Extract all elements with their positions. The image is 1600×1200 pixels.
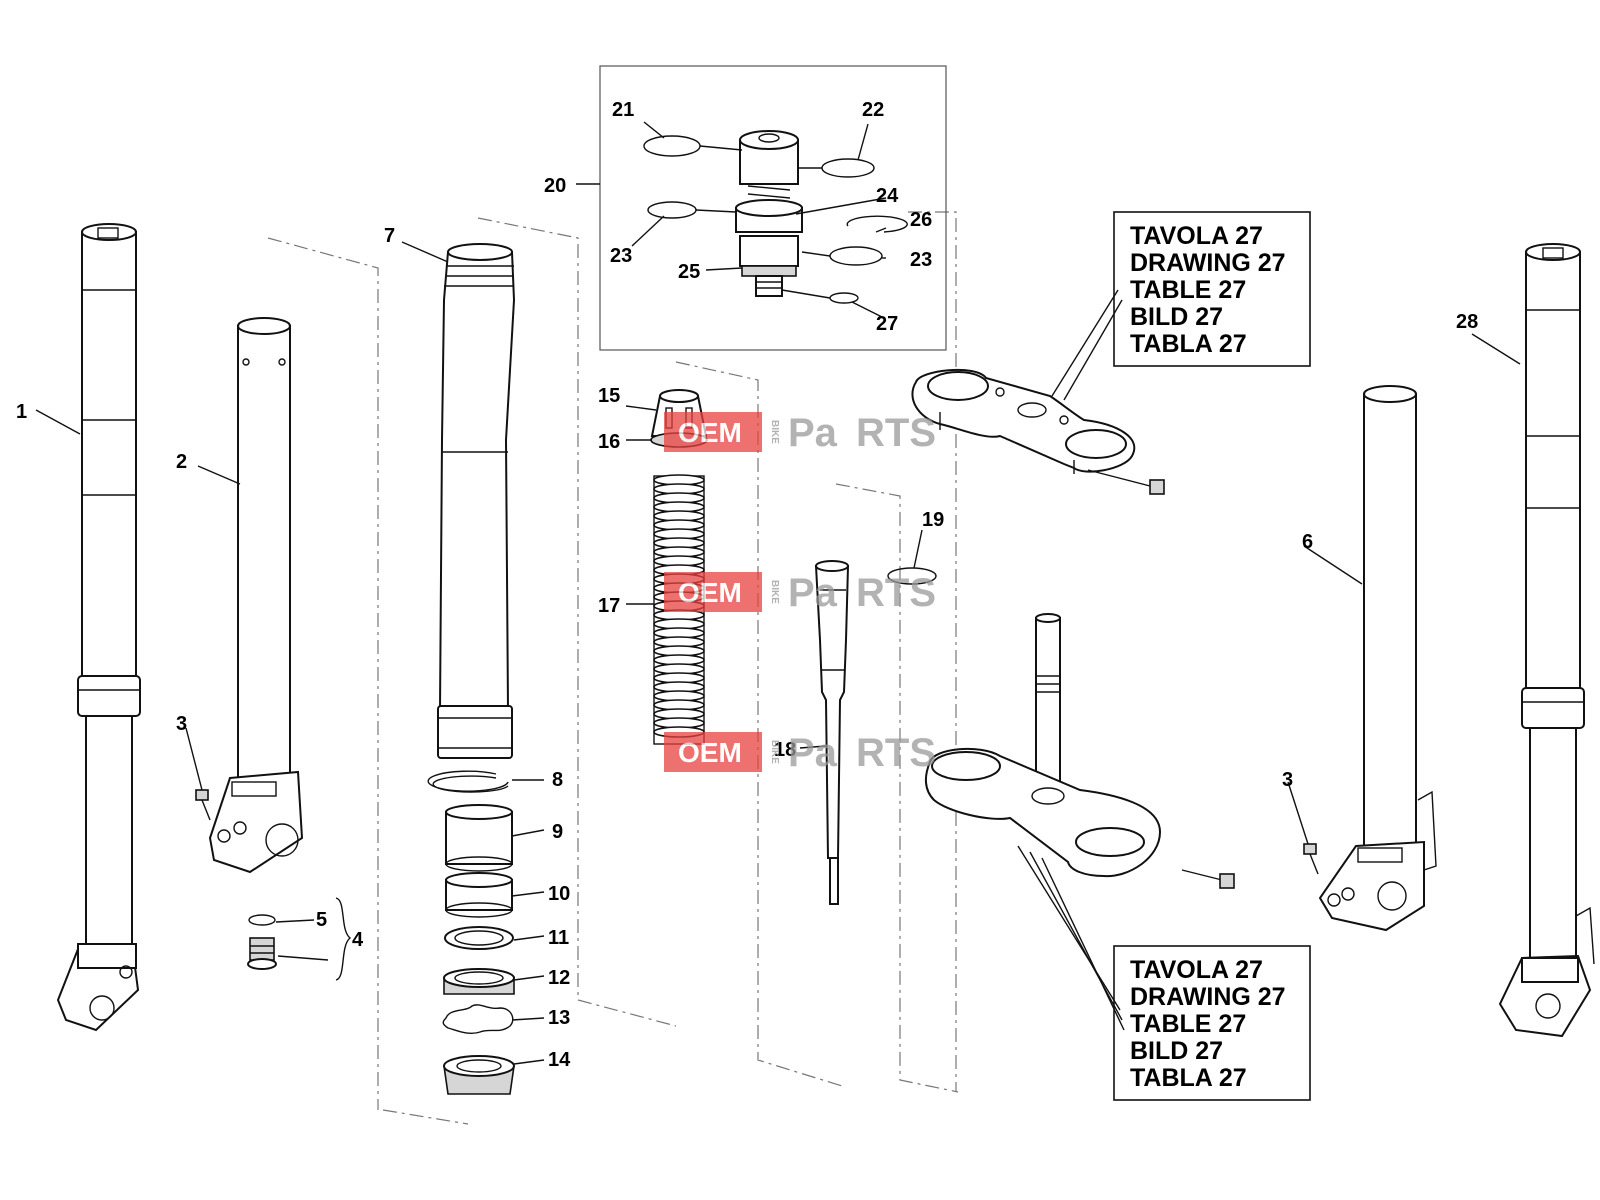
svg-text:TABLE 27: TABLE 27	[1130, 1010, 1246, 1038]
svg-text:OEM: OEM	[678, 417, 742, 448]
label-part-20: 20	[544, 175, 566, 197]
lower-triple-clamp	[924, 613, 1235, 889]
bolt-3-left	[195, 789, 211, 821]
label-part-13: 13	[548, 1007, 570, 1029]
svg-text:BIKE: BIKE	[769, 420, 780, 444]
assembly-guide-lines	[267, 211, 959, 1125]
label-part-23-right: 23	[910, 249, 932, 271]
inner-tube	[437, 243, 516, 759]
damper-rod-18	[814, 560, 850, 905]
bolt-3-right	[1303, 843, 1319, 875]
svg-text:BILD 27: BILD 27	[1130, 303, 1223, 331]
label-part-7: 7	[384, 225, 395, 247]
label-part-21: 21	[612, 99, 634, 121]
label-part-12: 12	[548, 967, 570, 989]
part-number-labels: 1 2 3 3 4 5 6 7 8 9 10 11 12 13 14 15 16…	[16, 99, 1478, 1071]
cartridge-detail-box	[599, 65, 947, 351]
label-part-19: 19	[922, 509, 944, 531]
circlip-8	[427, 770, 509, 793]
svg-text:OEM: OEM	[678, 737, 742, 768]
label-part-2: 2	[176, 451, 187, 473]
label-part-4: 4	[352, 929, 364, 951]
label-part-3-left: 3	[176, 713, 187, 735]
drain-screw-4	[247, 914, 277, 970]
label-part-23-left: 23	[610, 245, 632, 267]
svg-text:TABLA 27: TABLA 27	[1130, 1064, 1247, 1092]
svg-text:TAVOLA 27: TAVOLA 27	[1130, 222, 1263, 250]
svg-text:BIKE: BIKE	[769, 580, 780, 604]
label-part-8: 8	[552, 769, 563, 791]
washer-11	[444, 926, 514, 950]
dust-seal-14	[443, 1055, 515, 1095]
label-part-16: 16	[598, 431, 620, 453]
retaining-clip-13	[442, 1004, 514, 1035]
label-part-5: 5	[316, 909, 327, 931]
svg-text:TABLA 27: TABLA 27	[1130, 330, 1247, 358]
label-part-22: 22	[862, 99, 884, 121]
bushing-10	[445, 872, 513, 918]
svg-text:Pa: Pa	[788, 571, 838, 615]
reference-box-top: TAVOLA 27 DRAWING 27 TABLE 27 BILD 27 TA…	[1113, 211, 1311, 367]
fork-leg-right-complete	[1498, 243, 1595, 1038]
label-part-15: 15	[598, 385, 620, 407]
watermark-1: OEM BIKE Pa RTS	[664, 411, 936, 455]
o-ring-19	[887, 567, 937, 585]
leader-lines	[35, 121, 1521, 1065]
svg-text:TABLE 27: TABLE 27	[1130, 276, 1246, 304]
label-part-6: 6	[1302, 531, 1313, 553]
fork-leg-left-complete	[56, 223, 141, 1032]
svg-text:TAVOLA 27: TAVOLA 27	[1130, 956, 1263, 984]
outer-tube-left	[208, 317, 304, 874]
svg-text:RTS: RTS	[856, 411, 936, 455]
svg-text:Pa: Pa	[788, 411, 838, 455]
label-part-27: 27	[876, 313, 898, 335]
label-part-9: 9	[552, 821, 563, 843]
svg-text:RTS: RTS	[856, 731, 936, 775]
label-part-10: 10	[548, 883, 570, 905]
oil-seal-12	[443, 968, 515, 995]
bushing-9	[445, 804, 513, 872]
outer-tube-right	[1318, 385, 1437, 932]
label-part-3-right: 3	[1282, 769, 1293, 791]
label-part-26: 26	[910, 209, 932, 231]
label-part-11: 11	[548, 927, 569, 949]
svg-text:DRAWING 27: DRAWING 27	[1130, 983, 1286, 1011]
svg-text:DRAWING 27: DRAWING 27	[1130, 249, 1286, 277]
label-part-14: 14	[548, 1049, 571, 1071]
label-part-24: 24	[876, 185, 899, 207]
svg-text:BIKE: BIKE	[769, 740, 780, 764]
reference-box-bottom: TAVOLA 27 DRAWING 27 TABLE 27 BILD 27 TA…	[1113, 945, 1311, 1101]
label-part-18: 18	[774, 739, 796, 761]
label-part-25: 25	[678, 261, 700, 283]
watermarks: OEM BIKE Pa RTS OEM BIKE Pa RTS OEM BIKE…	[664, 411, 936, 775]
svg-text:OEM: OEM	[678, 577, 742, 608]
label-part-28: 28	[1456, 311, 1478, 333]
watermark-3: OEM BIKE Pa RTS	[664, 731, 936, 775]
label-part-1: 1	[16, 401, 27, 423]
svg-text:Pa: Pa	[788, 731, 838, 775]
label-part-17: 17	[598, 595, 620, 617]
svg-text:BILD 27: BILD 27	[1130, 1037, 1223, 1065]
svg-text:RTS: RTS	[856, 571, 936, 615]
watermark-2: OEM BIKE Pa RTS	[664, 571, 936, 615]
upper-triple-clamp	[911, 368, 1165, 495]
